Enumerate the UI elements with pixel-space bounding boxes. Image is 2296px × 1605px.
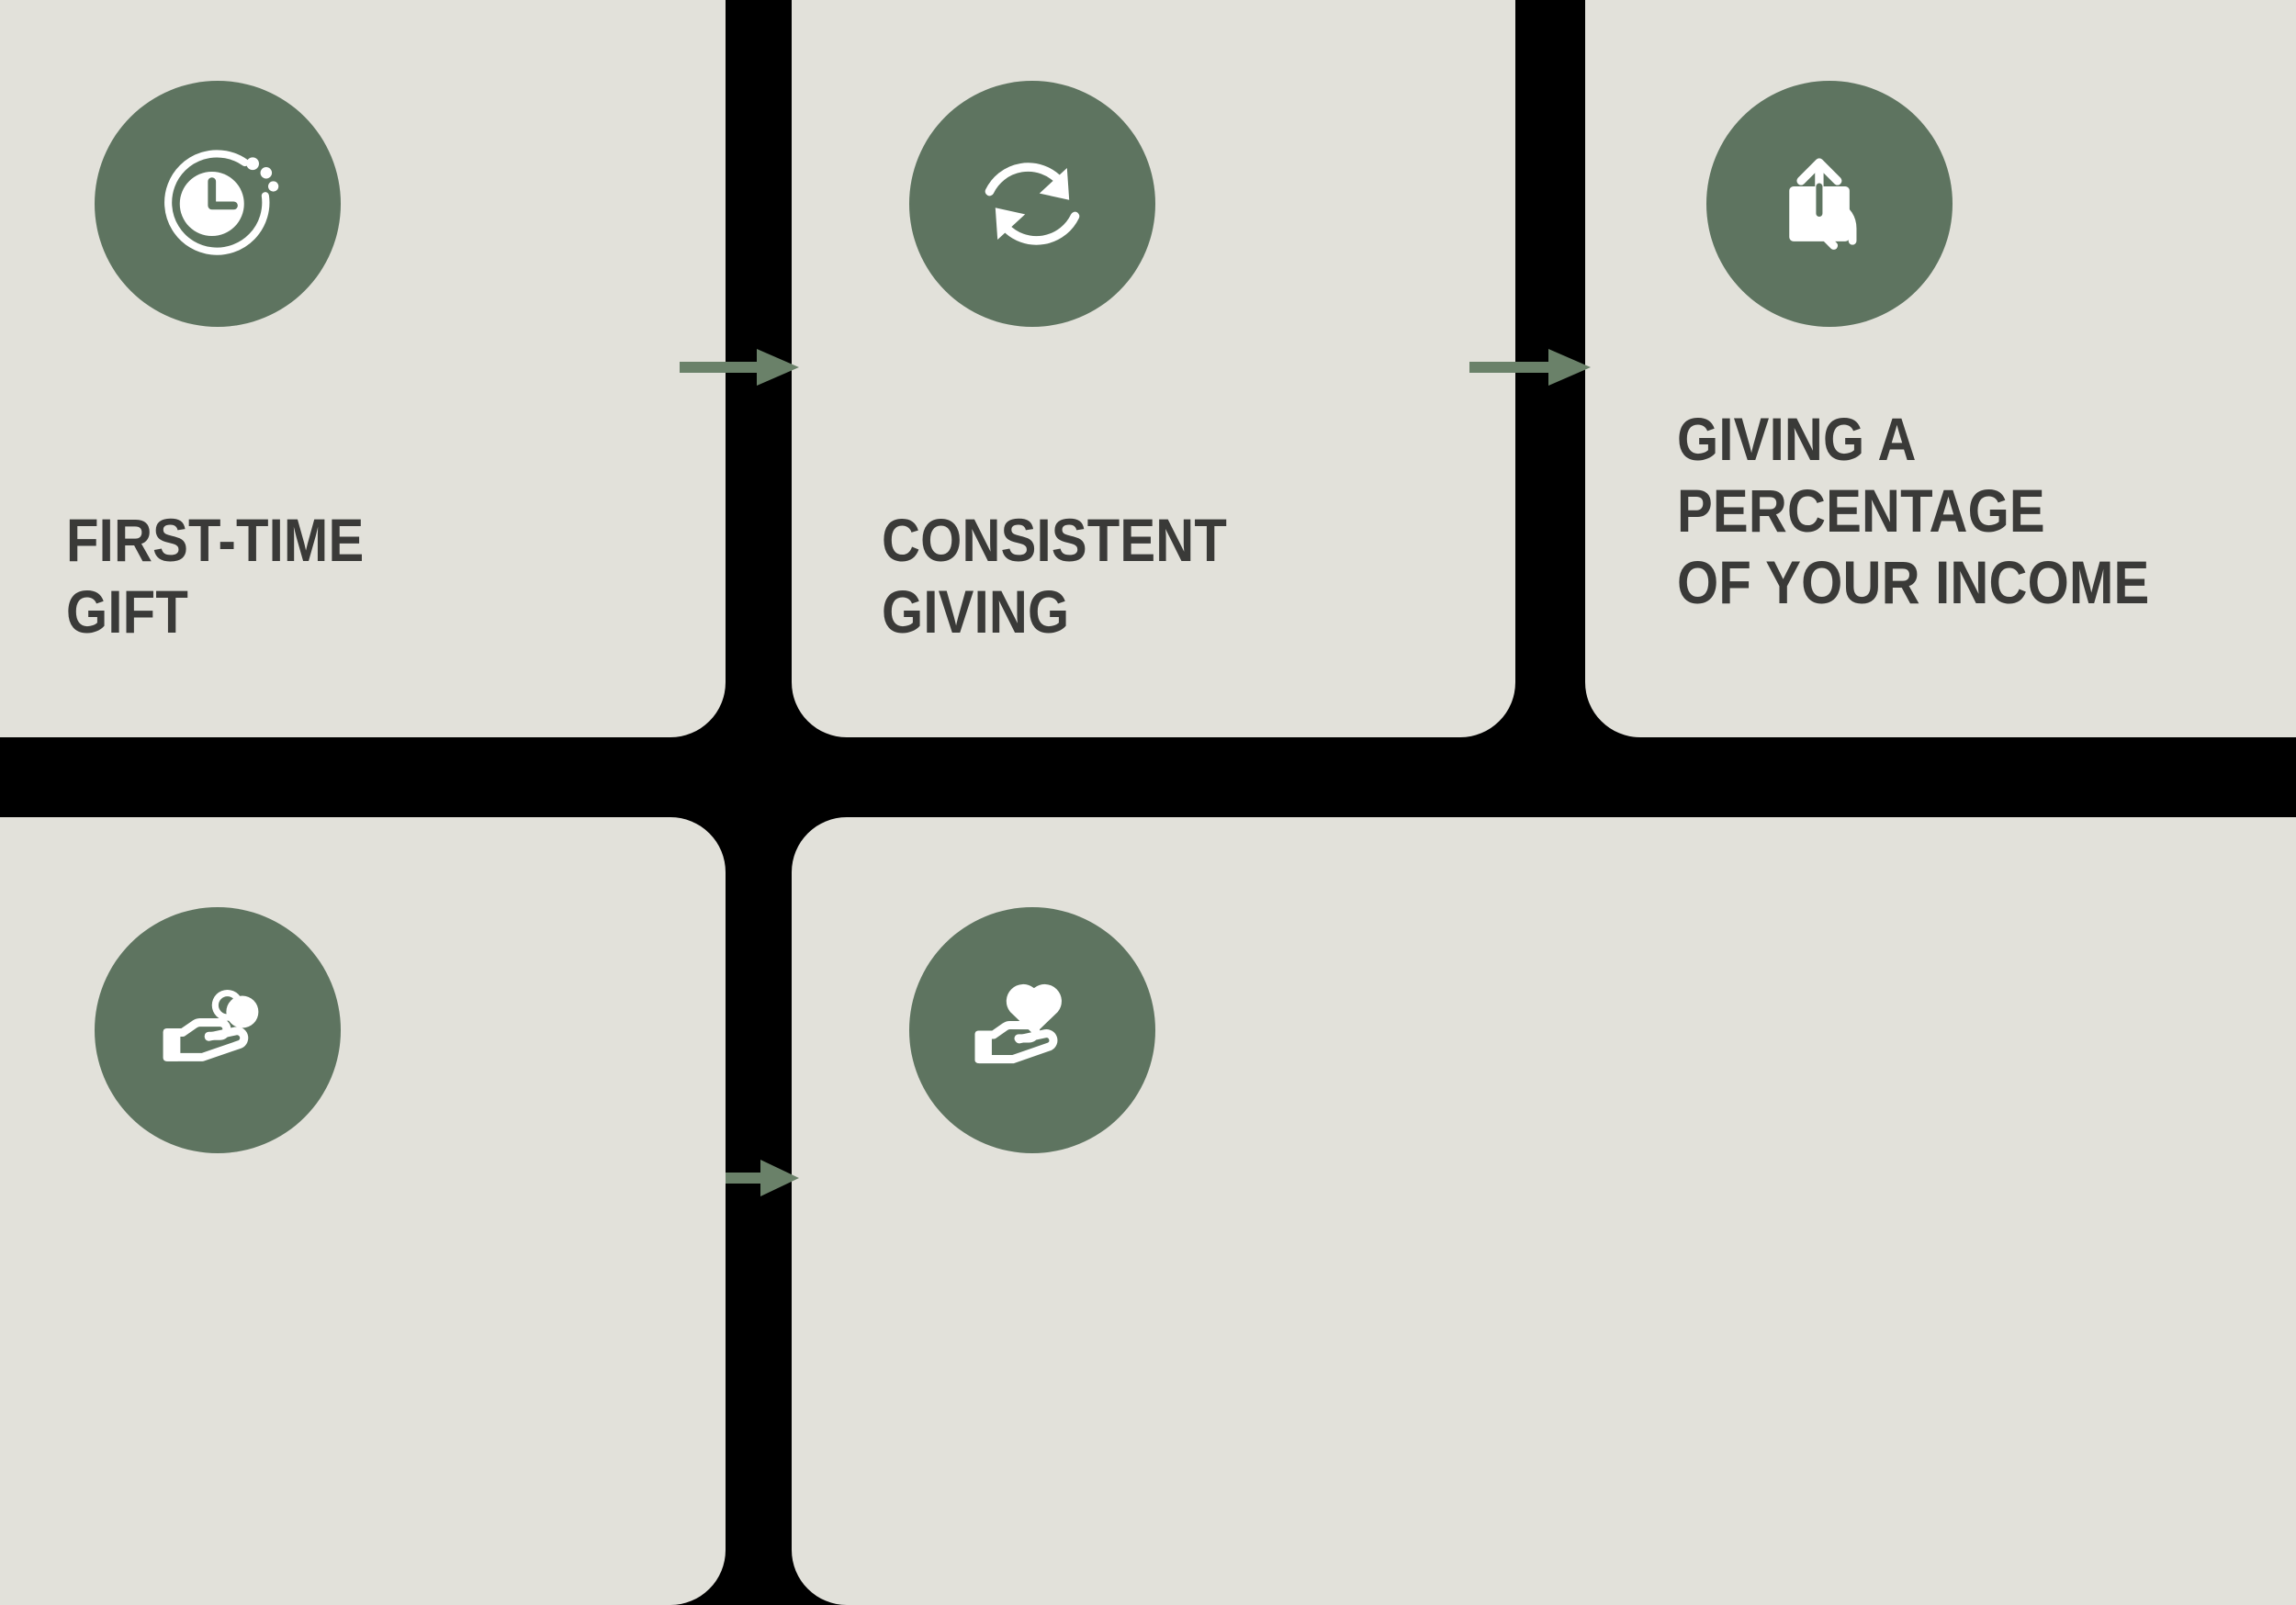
card-content: GIVING A PERCENTAGE OF YOUR INCOME [1585, 0, 2296, 737]
arrow-right-icon [1469, 342, 1591, 393]
hand-coins-icon [95, 907, 341, 1153]
card-content: FIRST-TIME GIFT [0, 0, 726, 737]
recurring-refresh-icon [909, 81, 1155, 327]
card-label: CONSISTENT GIVING [882, 506, 1228, 645]
arrow-right-icon [680, 342, 799, 393]
card-label: GIVING A PERCENTAGE OF YOUR INCOME [1677, 405, 2150, 616]
card-content: CONSISTENT GIVING [792, 0, 1515, 737]
card-radical-generosity[interactable]: RADICAL GENEROSITY [792, 817, 2296, 1605]
card-consistent-giving[interactable]: CONSISTENT GIVING [792, 0, 1515, 737]
card-content: RADICAL GENEROSITY [792, 817, 2296, 1605]
card-tithing[interactable]: TITHING [0, 817, 726, 1605]
card-label: FIRST-TIME GIFT [66, 506, 365, 645]
card-content: TITHING [0, 817, 726, 1605]
clock-progress-icon [95, 81, 341, 327]
arrow-right-icon [726, 1152, 799, 1204]
swipe-up-hand-icon [1706, 81, 1953, 327]
card-first-time-gift[interactable]: FIRST-TIME GIFT [0, 0, 726, 737]
hand-heart-icon [909, 907, 1155, 1153]
card-giving-percentage[interactable]: GIVING A PERCENTAGE OF YOUR INCOME [1585, 0, 2296, 737]
